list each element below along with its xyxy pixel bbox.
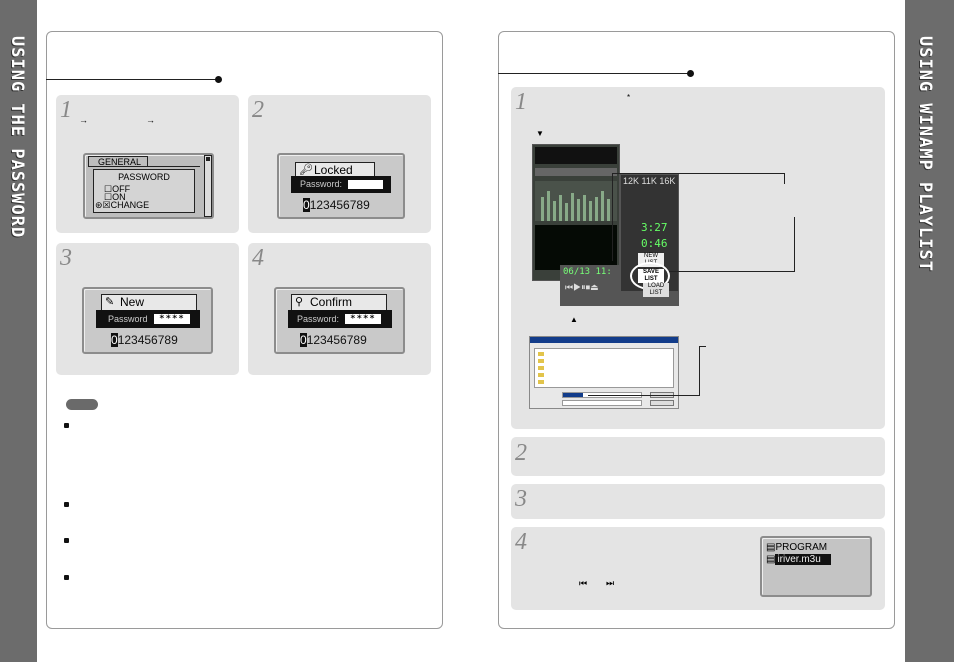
step-number: 1 (60, 97, 72, 123)
playlist-step-3: 3 (511, 484, 885, 519)
scrollbar (204, 155, 212, 217)
step-number: 2 (252, 97, 264, 123)
file-icon: ▤ (766, 554, 776, 565)
bullet-icon (64, 423, 69, 428)
section-dot (687, 70, 694, 77)
right-sidebar-title: USING WINAMP PLAYLIST (915, 36, 935, 272)
magnifier-icon: ⚲ (295, 296, 304, 308)
prev-track-icon: ⏮ (579, 578, 587, 588)
step-number: 4 (515, 529, 527, 555)
bullet-icon (64, 538, 69, 543)
m3u-item: ▤iriver.m3u (766, 554, 831, 565)
locked-screen: 🔑︎ Locked Password: 0123456789 (277, 153, 405, 219)
key-icon: 🔑︎ (299, 164, 313, 176)
next-track-icon: ⏭ (606, 578, 614, 588)
arrow-icon: → (79, 115, 88, 125)
save-dialog (529, 336, 679, 409)
screen-title: Confirm (310, 295, 353, 309)
playlist-step-1: 1 * ▼ ▲ 06/13 11: ⏮▶⏸⏹⏏ 12K 11K 16K 3:27… (511, 87, 885, 429)
note-badge (66, 399, 98, 410)
file-icon: ▤ (766, 542, 776, 553)
password-input: **** (154, 314, 190, 324)
general-tab: GENERAL (88, 156, 148, 167)
section-rule (46, 79, 218, 80)
digit-selector: 0123456789 (300, 333, 367, 347)
right-sidebar: USING WINAMP PLAYLIST (905, 0, 954, 662)
password-input: **** (345, 314, 381, 324)
winamp-playlist-controls: 12K 11K 16K 3:27 0:46 NEW LIST SAVE LIST (620, 174, 679, 292)
option-off: ☐OFF (104, 184, 131, 194)
password-bar: Password: (291, 176, 391, 193)
section-rule (498, 73, 690, 74)
cancel-button[interactable] (650, 400, 674, 406)
password-step-3: 3 ✎ New Password **** 0123456789 (56, 243, 239, 375)
playlist-area (535, 225, 617, 270)
bullet-icon (64, 502, 69, 507)
down-triangle-icon: ▼ (536, 129, 544, 138)
arrow-icon: → (146, 115, 155, 125)
confirm-password-screen: ⚲ Confirm Password: **** 0123456789 (274, 287, 405, 354)
playlist-step-4: 4 ⏮ ⏭ ▤PROGRAM ▤iriver.m3u (511, 527, 885, 610)
step-number: 3 (515, 486, 527, 512)
submenu-heading: PASSWORD (118, 172, 170, 182)
screen-title: New (120, 295, 145, 309)
password-bar: Password: **** (288, 310, 392, 328)
password-input (348, 180, 383, 189)
option-on: ☐ON (104, 192, 126, 202)
transport-icons: ⏮▶⏸⏹⏏ (565, 282, 599, 292)
time-display-2: 0:46 (641, 237, 668, 250)
section-dot (215, 76, 222, 83)
date-readout: 06/13 11: (563, 267, 612, 277)
filetype-select[interactable] (562, 400, 642, 406)
password-submenu: PASSWORD ☐OFF ☐ON ⊛☒CHANGE (93, 169, 195, 213)
password-bar: Password **** (96, 310, 200, 328)
pencil-icon: ✎ (105, 296, 115, 308)
general-menu-screen: GENERAL PASSWORD ☐OFF ☐ON ⊛☒CHANGE (83, 153, 214, 219)
password-step-1: 1 → → GENERAL PASSWORD ☐OFF ☐ON ⊛☒CHANGE (56, 95, 239, 233)
step-number: 4 (252, 245, 264, 271)
step-number: 3 (60, 245, 72, 271)
step-number: 2 (515, 440, 527, 466)
step-number: 1 (515, 89, 527, 115)
password-step-2: 2 🔑︎ Locked Password: 0123456789 (248, 95, 431, 233)
left-sidebar-title: USING THE PASSWORD (7, 36, 27, 239)
winamp-window (532, 144, 620, 281)
file-list (534, 348, 674, 388)
digit-selector: 0123456789 (111, 333, 178, 347)
equalizer (535, 181, 617, 221)
asterisk-icon: * (627, 93, 631, 102)
option-change: ⊛☒CHANGE (95, 200, 150, 210)
digit-selector: 0123456789 (303, 198, 370, 212)
left-sidebar: USING THE PASSWORD (0, 0, 37, 662)
playlist-step-2: 2 (511, 437, 885, 476)
playlist-screen: ▤PROGRAM ▤iriver.m3u (760, 536, 872, 597)
program-item: ▤PROGRAM (766, 542, 828, 553)
up-triangle-icon: ▲ (570, 315, 578, 324)
bullet-icon (64, 575, 69, 580)
new-password-screen: ✎ New Password **** 0123456789 (82, 287, 213, 354)
password-step-4: 4 ⚲ Confirm Password: **** 0123456789 (248, 243, 431, 375)
time-display-1: 3:27 (641, 221, 668, 234)
load-list-button[interactable]: LOAD LIST (643, 283, 669, 297)
screen-title: Locked (314, 163, 353, 177)
